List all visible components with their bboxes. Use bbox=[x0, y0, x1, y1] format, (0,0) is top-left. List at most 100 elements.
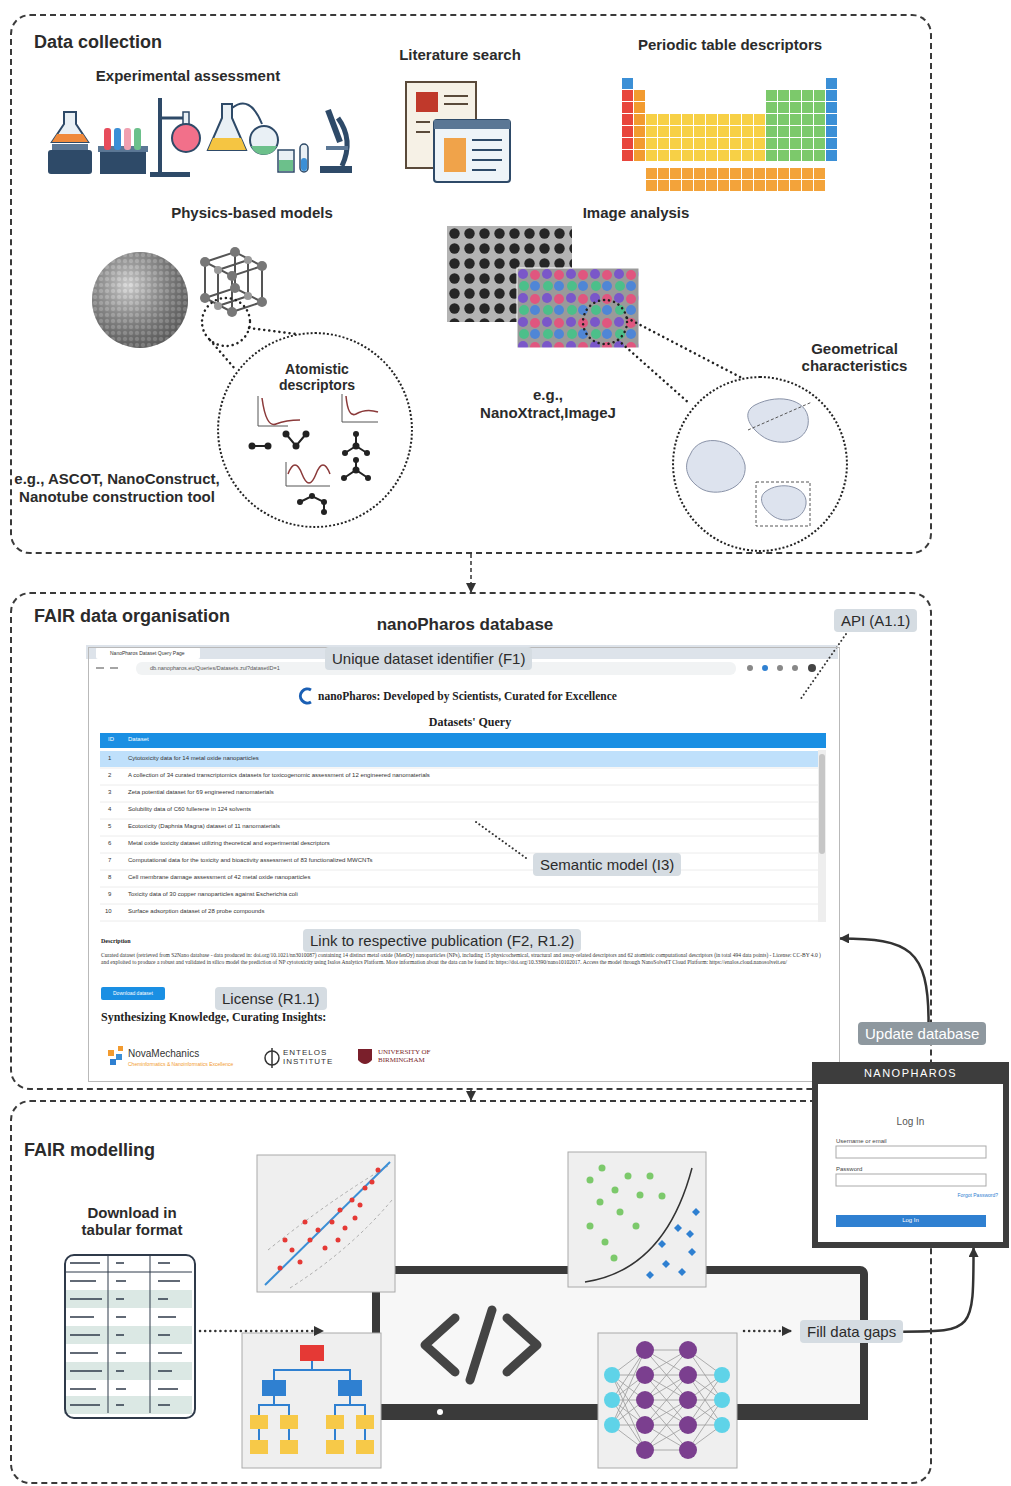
nanoparticle-model bbox=[244, 256, 252, 264]
node-text: Download in tabular format bbox=[72, 1204, 192, 1239]
table-cell: 4 bbox=[108, 806, 111, 813]
decision-tree bbox=[356, 1440, 374, 1454]
atomistic-descriptor-icons bbox=[303, 431, 310, 438]
atomistic-descriptor-icons bbox=[286, 462, 330, 486]
microscopy-images bbox=[447, 226, 742, 404]
atomistic-descriptor-icons bbox=[342, 450, 348, 456]
classification-chart bbox=[659, 1193, 666, 1200]
document-icon bbox=[416, 92, 438, 112]
browser-screenshot bbox=[100, 733, 826, 748]
regression-chart bbox=[257, 1155, 395, 1292]
document-icon bbox=[434, 120, 510, 129]
neural-network bbox=[636, 1341, 654, 1359]
atomistic-descriptor-icons bbox=[365, 475, 371, 481]
lab-equipment bbox=[320, 166, 352, 173]
microscopy-images bbox=[583, 300, 627, 344]
browser-screenshot bbox=[110, 1059, 116, 1065]
node-text: Data collection bbox=[34, 32, 162, 53]
regression-chart bbox=[265, 1162, 390, 1285]
regression-chart bbox=[257, 1155, 395, 1292]
document-icon bbox=[406, 82, 510, 182]
classification-chart bbox=[587, 1177, 594, 1184]
document-icon bbox=[472, 169, 496, 171]
classification-chart bbox=[587, 1165, 666, 1262]
atomistic-descriptor-icons bbox=[353, 443, 360, 450]
decision-tree bbox=[242, 1333, 381, 1468]
decision-tree bbox=[280, 1415, 298, 1429]
document-icon bbox=[472, 159, 502, 161]
regression-chart bbox=[376, 1168, 381, 1173]
regression-chart bbox=[370, 1180, 375, 1185]
table-cell: Solubility data of C60 fullerene in 124 … bbox=[128, 806, 251, 813]
table-cell: Surface adsorption dataset of 28 probe c… bbox=[128, 908, 264, 915]
callout-tag: API (A1.1) bbox=[834, 609, 917, 632]
callout-tag: Semantic model (I3) bbox=[533, 853, 681, 876]
document-icon bbox=[472, 149, 502, 151]
nanoparticle-model bbox=[244, 292, 252, 300]
neural-network bbox=[714, 1367, 730, 1383]
browser-url: db.nanopharos.eu/Queries/Datasets.zul?da… bbox=[150, 665, 280, 672]
neural-network bbox=[604, 1367, 620, 1383]
table-icon: Download in tabular format bbox=[64, 1254, 196, 1419]
browser-screenshot bbox=[819, 754, 825, 854]
node-text: Update database bbox=[865, 1025, 979, 1042]
neural-network bbox=[604, 1417, 620, 1433]
table-cell: 9 bbox=[108, 891, 111, 898]
node-text: Geometrical characteristics bbox=[792, 340, 917, 375]
nanoparticle-model bbox=[257, 297, 267, 307]
neural-network bbox=[679, 1441, 697, 1459]
regression-chart bbox=[278, 1266, 283, 1271]
classification-chart bbox=[647, 1173, 654, 1180]
neural-network bbox=[679, 1366, 697, 1384]
geometry-shapes bbox=[687, 399, 812, 526]
lab-equipment bbox=[134, 128, 141, 150]
nanoparticle-model bbox=[92, 252, 188, 348]
node-text: API (A1.1) bbox=[841, 612, 910, 629]
nanoparticle-model bbox=[214, 266, 222, 274]
geometry-shapes bbox=[756, 482, 810, 526]
lab-equipment bbox=[232, 104, 262, 124]
classification-chart bbox=[686, 1230, 694, 1238]
browser-screenshot bbox=[271, 1048, 273, 1068]
neural-network bbox=[636, 1441, 654, 1459]
login-window bbox=[812, 1062, 1009, 1248]
atomistic-descriptor-icons bbox=[353, 467, 360, 474]
lab-equipment bbox=[278, 150, 294, 172]
periodic-table bbox=[622, 90, 634, 162]
description-text: Curated dataset (retrieved from S2Nano d… bbox=[101, 952, 825, 967]
nanoparticle-model bbox=[227, 307, 237, 317]
atomistic-descriptor-icons bbox=[288, 465, 330, 483]
nanoparticle-model bbox=[205, 252, 262, 312]
section-panel: FAIR modellingDownload in tabular format… bbox=[10, 1100, 932, 1484]
table-header: Dataset bbox=[128, 736, 149, 743]
classification-chart bbox=[587, 1223, 594, 1230]
regression-chart bbox=[343, 1226, 348, 1231]
regression-chart bbox=[308, 1238, 313, 1243]
regression-chart bbox=[298, 1260, 303, 1265]
browser-screenshot bbox=[747, 665, 753, 671]
geometry-shapes bbox=[687, 441, 746, 493]
document-icon bbox=[444, 95, 468, 97]
nanoparticle-model bbox=[92, 252, 188, 348]
table-cell: 8 bbox=[108, 874, 111, 881]
lab-equipment bbox=[301, 158, 307, 171]
browser-screenshot bbox=[100, 768, 818, 921]
table-cell: A collection of 34 curated transcriptomi… bbox=[128, 772, 430, 779]
classification-chart bbox=[568, 1152, 706, 1287]
neural-network bbox=[679, 1416, 697, 1434]
lab-equipment bbox=[279, 160, 293, 171]
table-icon-drawing bbox=[62, 1252, 194, 1417]
document-icon bbox=[444, 138, 466, 172]
nanoparticle-model bbox=[227, 271, 237, 281]
login-panel: NANOPHAROSLog InUsername or emailPasswor… bbox=[812, 1062, 1009, 1248]
browser-screenshot bbox=[86, 645, 838, 1080]
decision-tree bbox=[242, 1333, 381, 1468]
browser-screenshot bbox=[86, 634, 846, 1080]
regression-chart bbox=[290, 1248, 295, 1253]
zoom-circle: Geometrical characteristics bbox=[672, 376, 848, 552]
lab-equipment bbox=[172, 124, 200, 152]
lab-equipment bbox=[300, 144, 308, 172]
nanoparticle-model bbox=[257, 261, 267, 271]
